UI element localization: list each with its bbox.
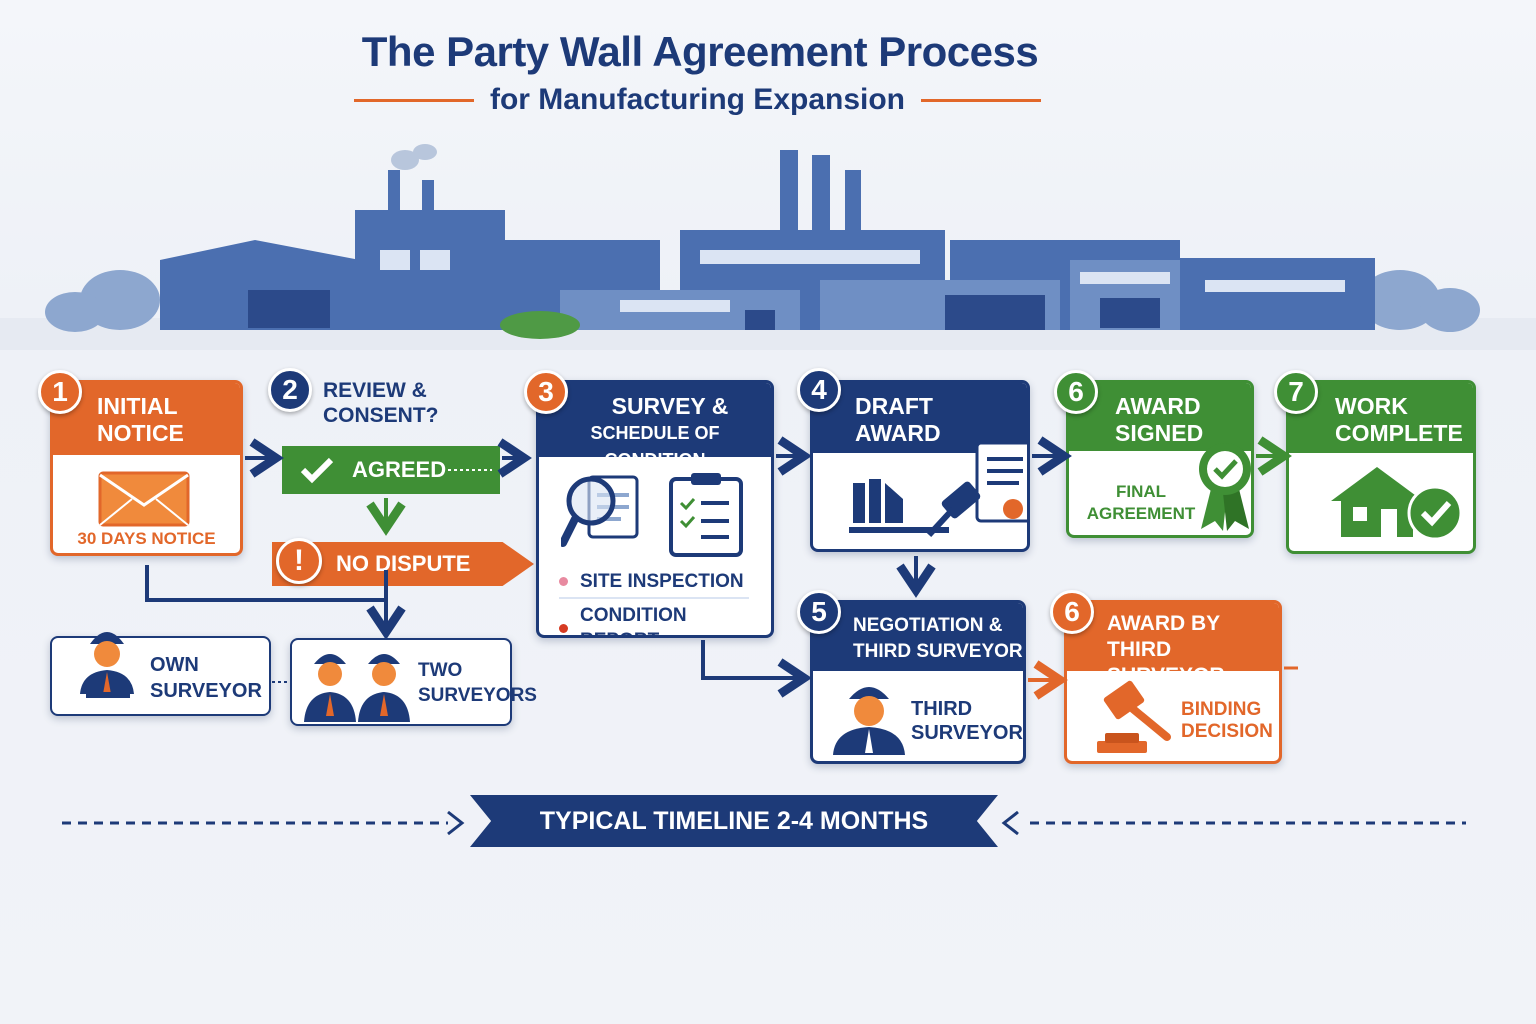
own-surveyor-line2: SURVEYOR [150, 680, 262, 702]
warning-icon: ! [276, 538, 322, 584]
survey-title-line1: SURVEY & [611, 393, 729, 419]
page-title: The Party Wall Agreement Process [361, 28, 1039, 75]
third-surveyor-label: THIRD SURVEYOR [911, 697, 1023, 745]
initial-notice-header: INITIAL NOTICE [53, 383, 240, 455]
surveyor-person-icon [80, 632, 134, 698]
award-third-header: AWARD BY THIRD SURVEYOR [1067, 603, 1279, 687]
subtitle-rule-right [921, 98, 1042, 102]
two-surveyors-line1: TWO [418, 660, 463, 681]
envelope-icon [98, 471, 190, 527]
negotiation-title-line1: NEGOTIATION & [853, 615, 1003, 636]
document-gavel-icon [849, 441, 1027, 538]
gavel-icon [1097, 680, 1171, 753]
step-award-third-card: AWARD BY THIRD SURVEYOR BINDING DECISION [1064, 600, 1282, 764]
step-negotiation-card: NEGOTIATION & THIRD SURVEYOR THIRD SURVE… [810, 600, 1026, 764]
bullet-dot-icon [559, 623, 568, 633]
award-signed-title-line2: SIGNED [1115, 420, 1204, 446]
step-work-complete-card: WORK COMPLETE [1286, 380, 1476, 554]
survey-header: SURVEY & SCHEDULE OF CONDITION [539, 383, 771, 470]
two-surveyors-card: TWO SURVEYORS [290, 638, 537, 726]
third-surveyor-person-icon [833, 687, 905, 755]
work-complete-title-line2: COMPLETE [1335, 420, 1463, 446]
award-signed-title-line1: AWARD [1115, 393, 1201, 419]
third-surveyor-line2: SURVEYOR [911, 722, 1023, 744]
negotiation-title-line2: THIRD SURVEYOR [853, 641, 1023, 662]
binding-decision-line1: BINDING [1181, 699, 1262, 720]
binding-decision-line2: DECISION [1181, 721, 1273, 742]
step-6-signed-badge: 6 [1054, 370, 1098, 414]
step-survey-card: SURVEY & SCHEDULE OF CONDITION SITE INSP… [536, 380, 774, 638]
survey-divider [559, 597, 749, 599]
step-4-badge: 4 [797, 368, 841, 412]
step-initial-notice-card: INITIAL NOTICE 30 DAYS NOTICE [50, 380, 243, 556]
final-agreement-line2: AGREEMENT [1086, 504, 1196, 523]
step-7-badge: 7 [1274, 370, 1318, 414]
work-complete-title-line1: WORK [1335, 393, 1408, 419]
magnifier-document-icon [561, 475, 639, 547]
clipboard-checklist-icon [669, 473, 743, 557]
subtitle-row: for Manufacturing Expansion [345, 80, 1050, 120]
review-title: REVIEW & CONSENT? [323, 378, 439, 428]
two-surveyors-label: TWO SURVEYORS [418, 658, 537, 708]
site-inspection-label: SITE INSPECTION [580, 571, 744, 592]
review-title-line1: REVIEW & [323, 379, 427, 402]
page-subtitle: for Manufacturing Expansion [489, 83, 906, 116]
two-surveyors-icon [304, 654, 410, 722]
agreed-label: AGREED [352, 457, 447, 482]
draft-award-title-line2: AWARD [855, 420, 941, 446]
own-surveyor-line1: OWN [150, 654, 199, 676]
survey-title-line2: SCHEDULE OF CONDITION [590, 423, 720, 470]
step-2-badge: 2 [268, 368, 312, 412]
draft-award-title-line1: DRAFT [855, 393, 933, 419]
two-surveyors-line2: SURVEYORS [418, 685, 537, 706]
check-icon [300, 457, 334, 484]
award-third-title-line2: THIRD SURVEYOR [1107, 638, 1225, 687]
step-6-third-badge: 6 [1050, 590, 1094, 634]
final-agreement-label: FINAL AGREEMENT [1081, 481, 1201, 525]
third-surveyor-line1: THIRD [911, 698, 973, 720]
final-agreement-line1: FINAL [1115, 482, 1167, 501]
step-3-badge: 3 [524, 370, 568, 414]
award-ribbon-icon [1199, 443, 1251, 531]
negotiation-header: NEGOTIATION & THIRD SURVEYOR [813, 603, 1023, 671]
step-draft-award-card: DRAFT AWARD [810, 380, 1030, 552]
no-dispute-label: NO DISPUTE [336, 551, 471, 576]
initial-notice-title-line2: NOTICE [97, 420, 184, 446]
factory-skyline-illustration [0, 144, 1536, 350]
condition-report-label: CONDITION REPORT [580, 605, 687, 635]
step-award-signed-card: AWARD SIGNED FINAL AGREEMENT [1066, 380, 1254, 538]
step-1-badge: 1 [38, 370, 82, 414]
binding-decision-label: BINDING DECISION [1181, 699, 1273, 743]
own-surveyor-label: OWN SURVEYOR [150, 652, 262, 704]
award-third-title-line1: AWARD BY [1107, 612, 1221, 635]
step-5-badge: 5 [797, 590, 841, 634]
agreed-pill: AGREED [282, 446, 500, 494]
review-title-line2: CONSENT? [323, 404, 439, 427]
survey-item-condition-report: CONDITION REPORT [559, 603, 771, 635]
survey-item-site-inspection: SITE INSPECTION [559, 569, 744, 594]
timeline-banner: TYPICAL TIMELINE 2-4 MONTHS [470, 795, 998, 847]
bullet-dot-icon [559, 577, 568, 586]
initial-notice-caption: 30 DAYS NOTICE [77, 529, 216, 548]
house-check-icon [1331, 467, 1463, 541]
subtitle-rule-left [353, 98, 474, 102]
own-surveyor-card: OWN SURVEYOR [50, 632, 271, 716]
initial-notice-title-line1: INITIAL [97, 393, 178, 419]
